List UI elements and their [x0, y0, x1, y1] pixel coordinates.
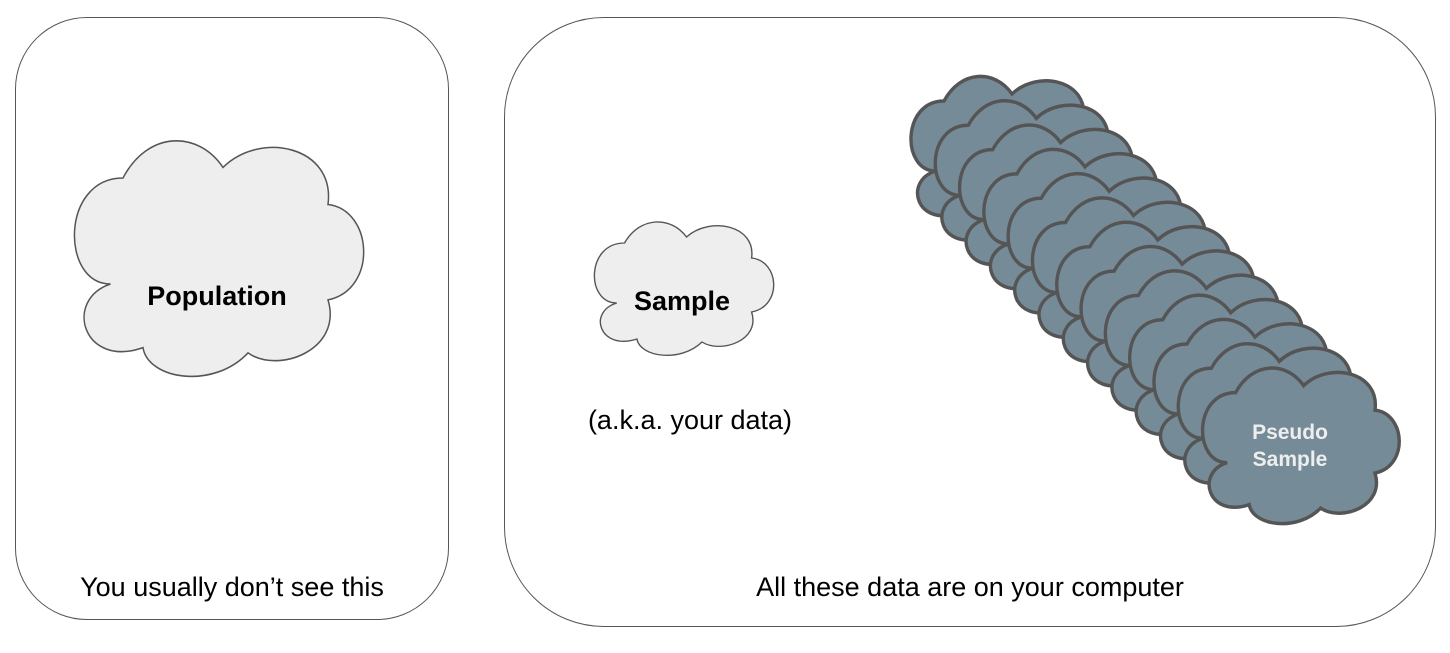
population-label: Population [147, 281, 286, 311]
computer-caption: All these data are on your computer [756, 572, 1184, 602]
pseudo-sample-label-line2: Sample [1253, 448, 1328, 471]
population-panel [15, 17, 449, 620]
sample-label: Sample [634, 286, 730, 316]
pseudo-sample-label-line1: Pseudo [1252, 421, 1328, 444]
population-caption: You usually don’t see this [80, 572, 384, 602]
population-cloud: Population [73, 139, 365, 378]
population-cloud-shape [73, 139, 365, 378]
sample-cloud: Sample [593, 221, 775, 357]
computer-data-panel [504, 17, 1436, 627]
pseudo-sample-cloud [1200, 366, 1401, 526]
sample-subtitle: (a.k.a. your data) [587, 405, 793, 435]
